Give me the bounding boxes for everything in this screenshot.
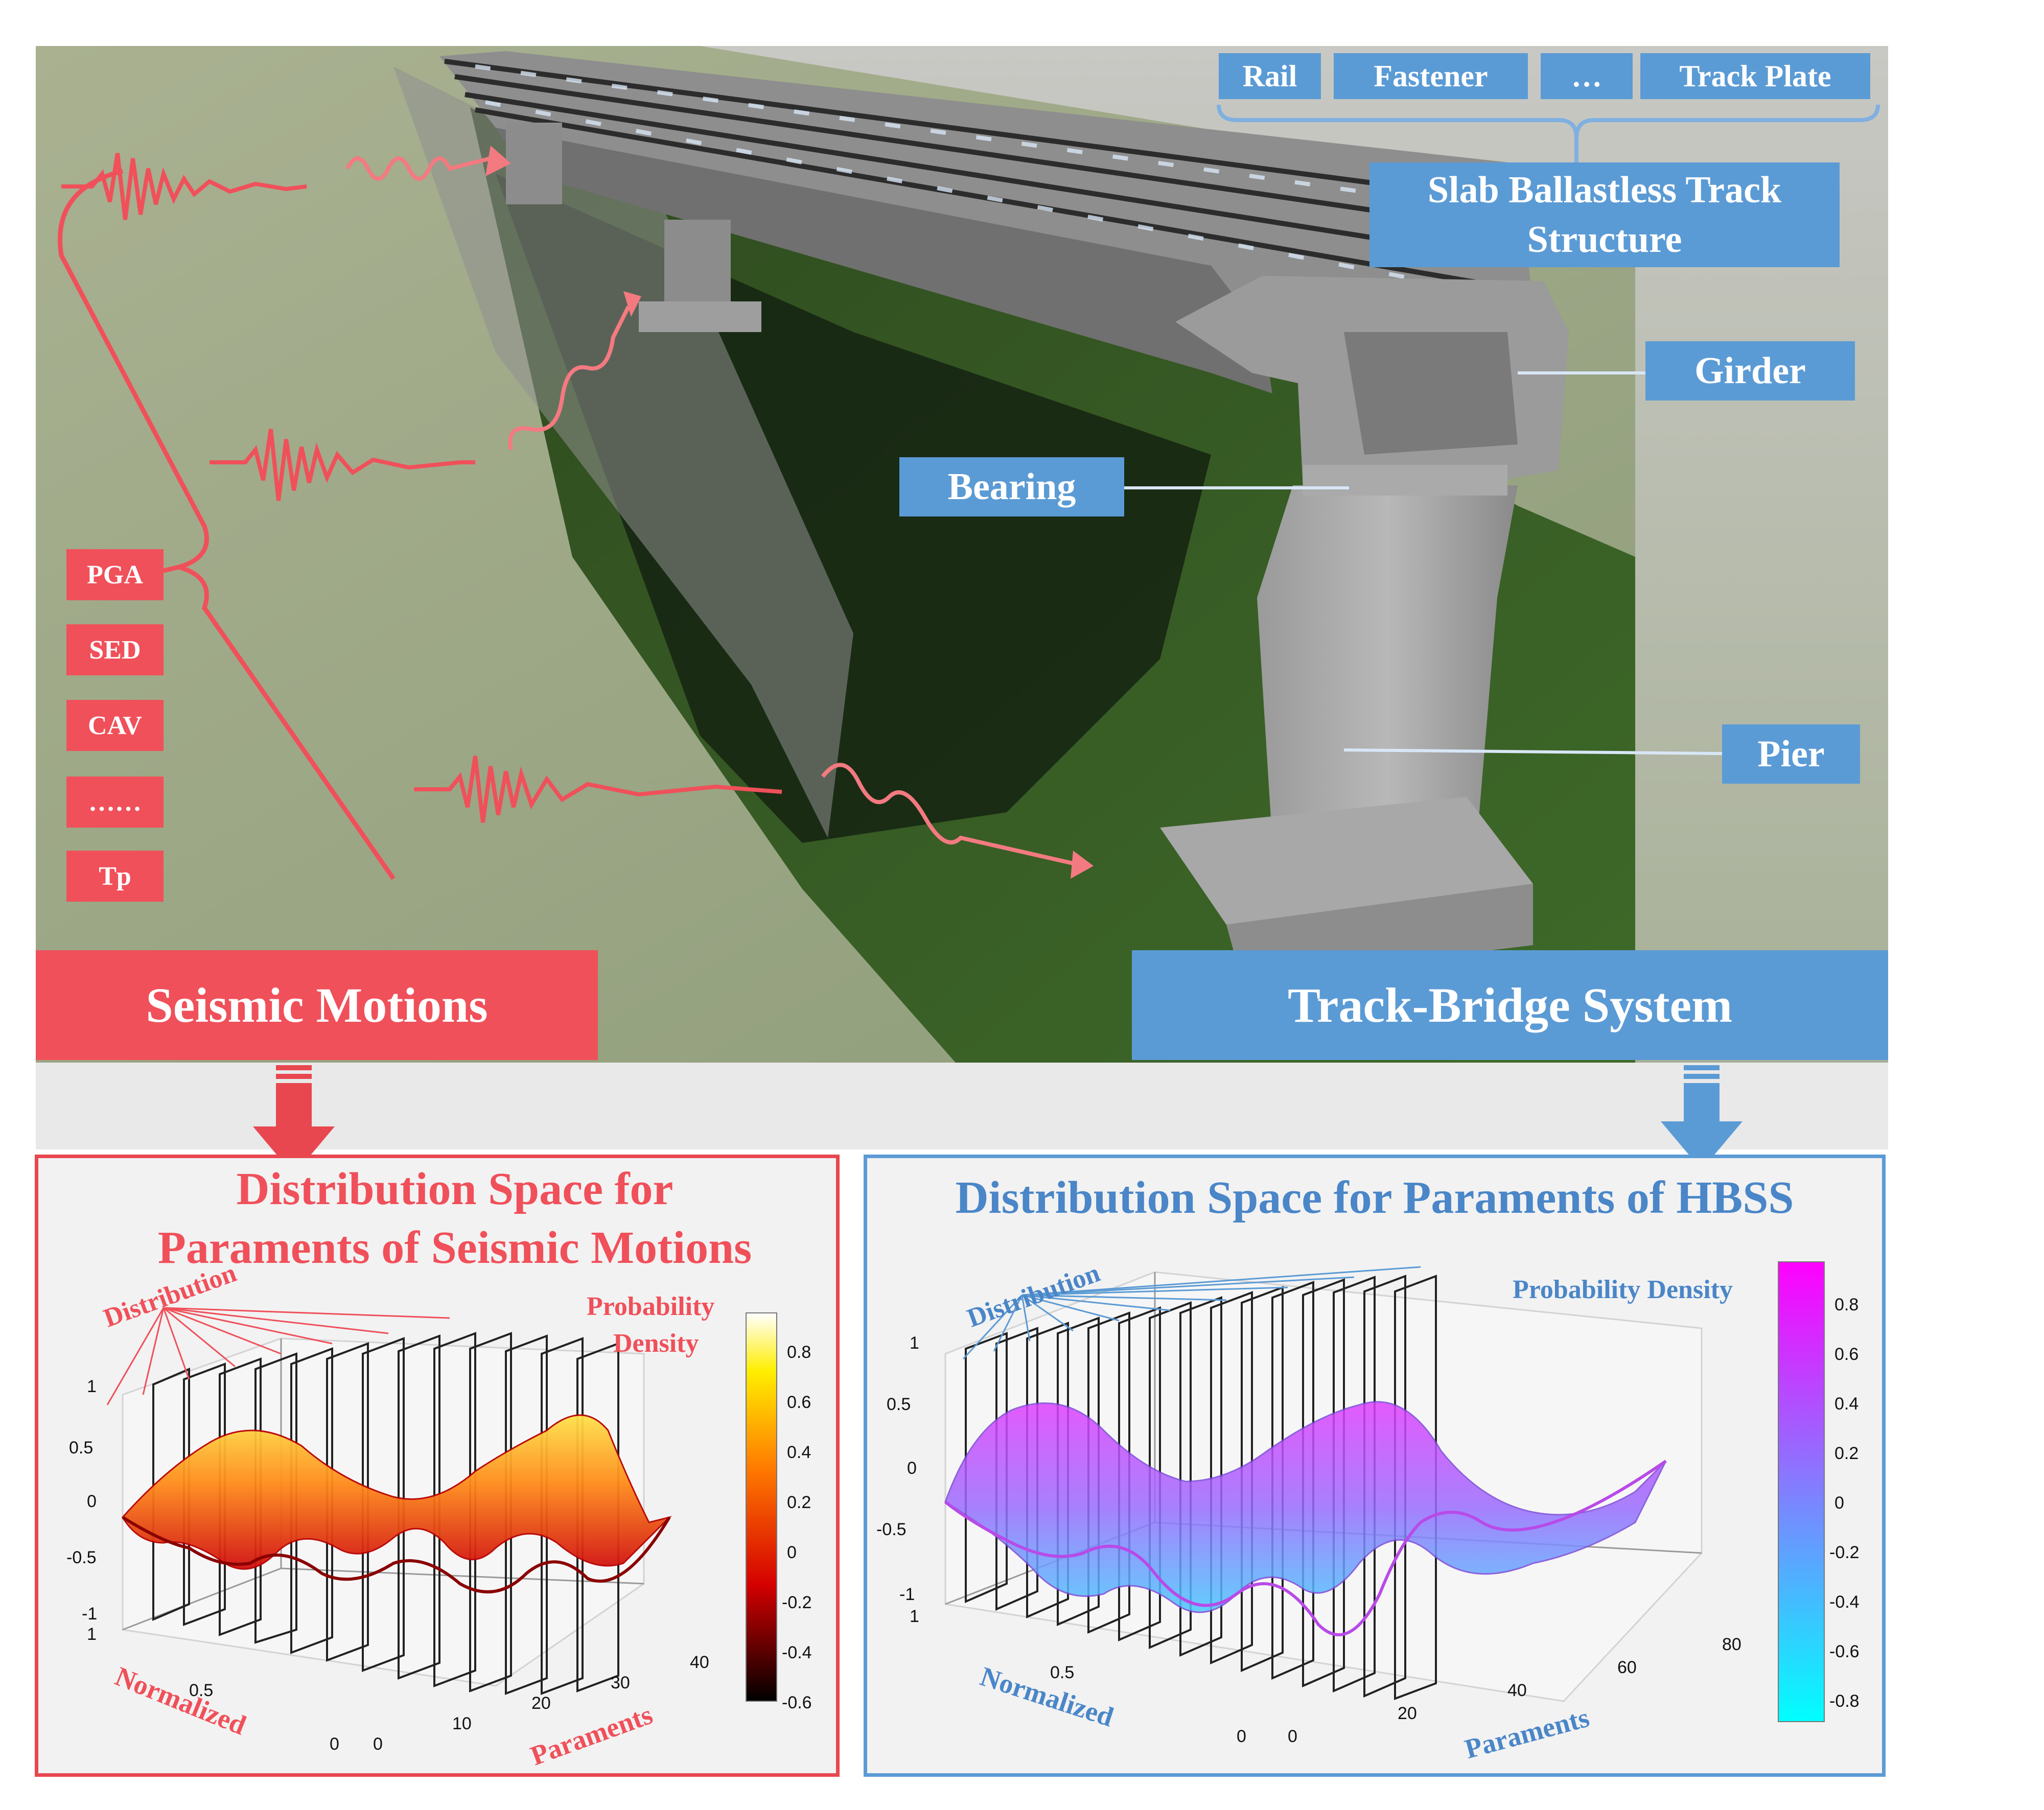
seismic-surface-plot <box>106 1307 777 1702</box>
seismic-x-tick: 0.5 <box>189 1681 214 1700</box>
seismic-z-tick: 0 <box>87 1492 97 1511</box>
seismic-colorbar <box>746 1312 777 1702</box>
girder-label: Girder <box>1645 341 1855 401</box>
seismic-z-tick: -1 <box>82 1604 98 1624</box>
track-bridge-system-banner: Track-Bridge System <box>1132 950 1888 1060</box>
pier-label: Pier <box>1722 724 1860 784</box>
seismic-distribution-slices <box>152 1332 619 1695</box>
seismic-colorbar-tick: 0 <box>787 1543 797 1562</box>
hbss-colorbar-tick: 0.4 <box>1834 1394 1859 1414</box>
track-structure-label: Slab Ballastless Track Structure <box>1369 162 1840 267</box>
seismic-motions-banner: Seismic Motions <box>36 950 598 1060</box>
seismic-y-tick: 10 <box>452 1714 472 1733</box>
seismic-panel-title-line1: Distribution Space for <box>236 1164 673 1214</box>
seismic-z-tick: -0.5 <box>66 1548 97 1567</box>
seismic-panel-title-line2: Paraments of Seismic Motions <box>157 1223 752 1273</box>
seismic-colorbar-tick: -0.6 <box>782 1693 812 1712</box>
hbss-x-tick: 0 <box>1237 1727 1246 1746</box>
im-label-cav: CAV <box>66 700 164 751</box>
hbss-colorbar-tick: 0.8 <box>1834 1295 1859 1314</box>
seismic-y-tick: 40 <box>690 1653 709 1672</box>
seismic-colorbar-tick: 0.8 <box>787 1343 811 1362</box>
seismic-density-label-line2: Density <box>613 1329 699 1358</box>
seismic-colorbar-tick: 0.4 <box>787 1443 811 1462</box>
track-component-rail: Rail <box>1219 53 1321 99</box>
hbss-y-tick: 60 <box>1617 1658 1637 1677</box>
hbss-colorbar-tick: 0.2 <box>1834 1444 1859 1463</box>
seismic-distribution-arrows <box>106 1307 450 1405</box>
seismic-x-tick: 1 <box>87 1625 97 1644</box>
hbss-colorbar-tick: -0.6 <box>1829 1642 1860 1661</box>
seismic-y-tick: 20 <box>531 1694 551 1713</box>
seismic-colorbar-tick: -0.2 <box>782 1593 812 1612</box>
seismic-z-tick: 0.5 <box>69 1438 94 1458</box>
hbss-y-tick: 20 <box>1398 1704 1417 1723</box>
im-label-ellipsis: …… <box>66 777 164 828</box>
seismic-x-tick: 0 <box>330 1734 339 1754</box>
seismic-colorbar-tick: -0.4 <box>782 1643 812 1662</box>
hbss-x-tick: 1 <box>910 1607 919 1626</box>
hbss-z-tick: 1 <box>910 1333 919 1353</box>
hbss-colorbar-tick: -0.2 <box>1829 1543 1860 1562</box>
hbss-z-tick: 0.5 <box>887 1395 911 1414</box>
hbss-density-label: Probability Density <box>1513 1275 1733 1304</box>
red-down-arrow <box>253 1065 335 1175</box>
hbss-panel-title: Distribution Space for Paraments of HBSS <box>955 1172 1794 1223</box>
hbss-y-tick: 40 <box>1507 1681 1527 1700</box>
hbss-colorbar-tick: -0.8 <box>1829 1691 1860 1711</box>
seismic-density-label-line1: Probability <box>587 1292 715 1321</box>
hbss-z-tick: 0 <box>907 1459 917 1478</box>
bearing-label: Bearing <box>899 457 1124 516</box>
im-label-pga: PGA <box>66 549 164 600</box>
hbss-x-tick: 0.5 <box>1050 1663 1075 1682</box>
im-label-tp: Tp <box>66 851 164 902</box>
hbss-colorbar-tick: 0 <box>1834 1493 1844 1513</box>
hbss-colorbar-tick: -0.4 <box>1829 1592 1860 1612</box>
track-component-ellipsis: … <box>1541 53 1633 99</box>
hbss-surface-plot <box>944 1261 1825 1722</box>
seismic-y-tick: 0 <box>373 1734 383 1754</box>
hbss-colorbar-tick: 0.6 <box>1834 1345 1859 1364</box>
hbss-colorbar <box>1778 1261 1825 1722</box>
hbss-z-tick: -1 <box>899 1585 915 1604</box>
blue-down-arrow <box>1661 1065 1743 1170</box>
hbss-z-tick: -0.5 <box>876 1520 907 1539</box>
seismic-z-tick: 1 <box>87 1377 97 1396</box>
seismic-distribution-panel <box>35 1155 840 1777</box>
seismic-colorbar-tick: 0.6 <box>787 1393 811 1412</box>
hbss-distribution-arrows <box>962 1266 1421 1360</box>
track-component-track-plate: Track Plate <box>1640 53 1870 99</box>
seismic-y-tick: 30 <box>611 1673 630 1693</box>
im-label-sed: SED <box>66 624 164 675</box>
connector-band <box>36 1063 1888 1149</box>
seismic-colorbar-tick: 0.2 <box>787 1493 811 1512</box>
track-component-fastener: Fastener <box>1334 53 1528 99</box>
hbss-y-tick: 0 <box>1288 1727 1297 1746</box>
hbss-y-tick: 80 <box>1722 1635 1741 1654</box>
